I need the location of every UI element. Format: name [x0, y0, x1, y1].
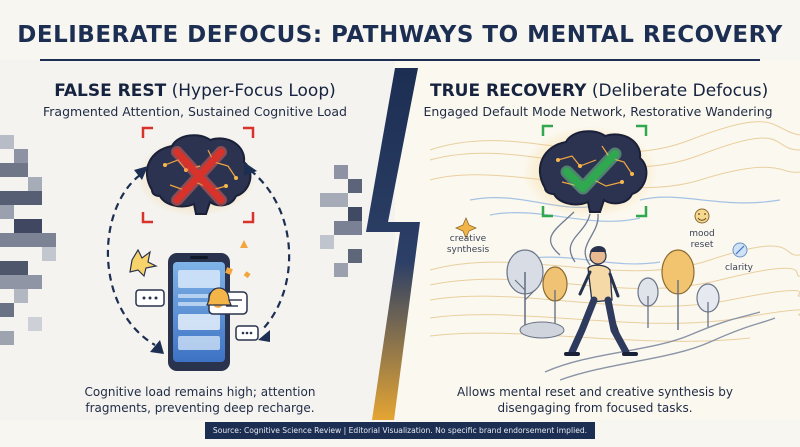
clarity-sparkle-icon	[732, 242, 748, 258]
center-divider	[366, 68, 420, 420]
right-subtitle: Engaged Default Mode Network, Restorativ…	[423, 104, 773, 119]
creative-sparkle-icon	[454, 216, 478, 240]
label-clarity: clarity	[724, 263, 754, 273]
left-brain-illustration	[136, 126, 256, 224]
right-heading: TRUE RECOVERY (Deliberate Defocus)	[430, 81, 768, 101]
trees-illustration	[506, 249, 720, 339]
glitch-pixels-left	[0, 135, 56, 345]
left-subtitle: Fragmented Attention, Sustained Cognitiv…	[43, 104, 347, 119]
hyper-focus-loop-arrows	[106, 169, 291, 346]
label-mood-reset: mood reset	[689, 229, 715, 250]
walking-person-illustration	[564, 246, 638, 356]
left-caption: Cognitive load remains high; attention f…	[84, 385, 316, 415]
bell-icon	[206, 287, 232, 306]
right-caption: Allows mental reset and creative synthes…	[457, 385, 733, 415]
label-creative-synthesis: creative synthesis	[446, 234, 490, 255]
right-heading-paren: (Deliberate Defocus)	[591, 81, 769, 101]
page-title: DELIBERATE DEFOCUS: PATHWAYS TO MENTAL R…	[17, 22, 783, 48]
left-heading-paren: (Hyper-Focus Loop)	[171, 81, 336, 101]
right-panel	[395, 60, 800, 420]
smile-icon	[694, 208, 710, 224]
left-heading-main: FALSE REST	[54, 81, 167, 101]
winding-path	[544, 311, 761, 373]
left-heading: FALSE REST (Hyper-Focus Loop)	[40, 81, 350, 101]
right-brain-illustration	[522, 124, 658, 218]
glitch-pixels-divider	[320, 165, 362, 277]
right-heading-main: TRUE RECOVERY	[430, 81, 587, 101]
smartphone-illustration	[168, 253, 230, 371]
source-footer: Source: Cognitive Science Review | Edito…	[205, 422, 595, 439]
thought-stream	[549, 211, 599, 266]
loop-arrowheads	[134, 162, 270, 354]
